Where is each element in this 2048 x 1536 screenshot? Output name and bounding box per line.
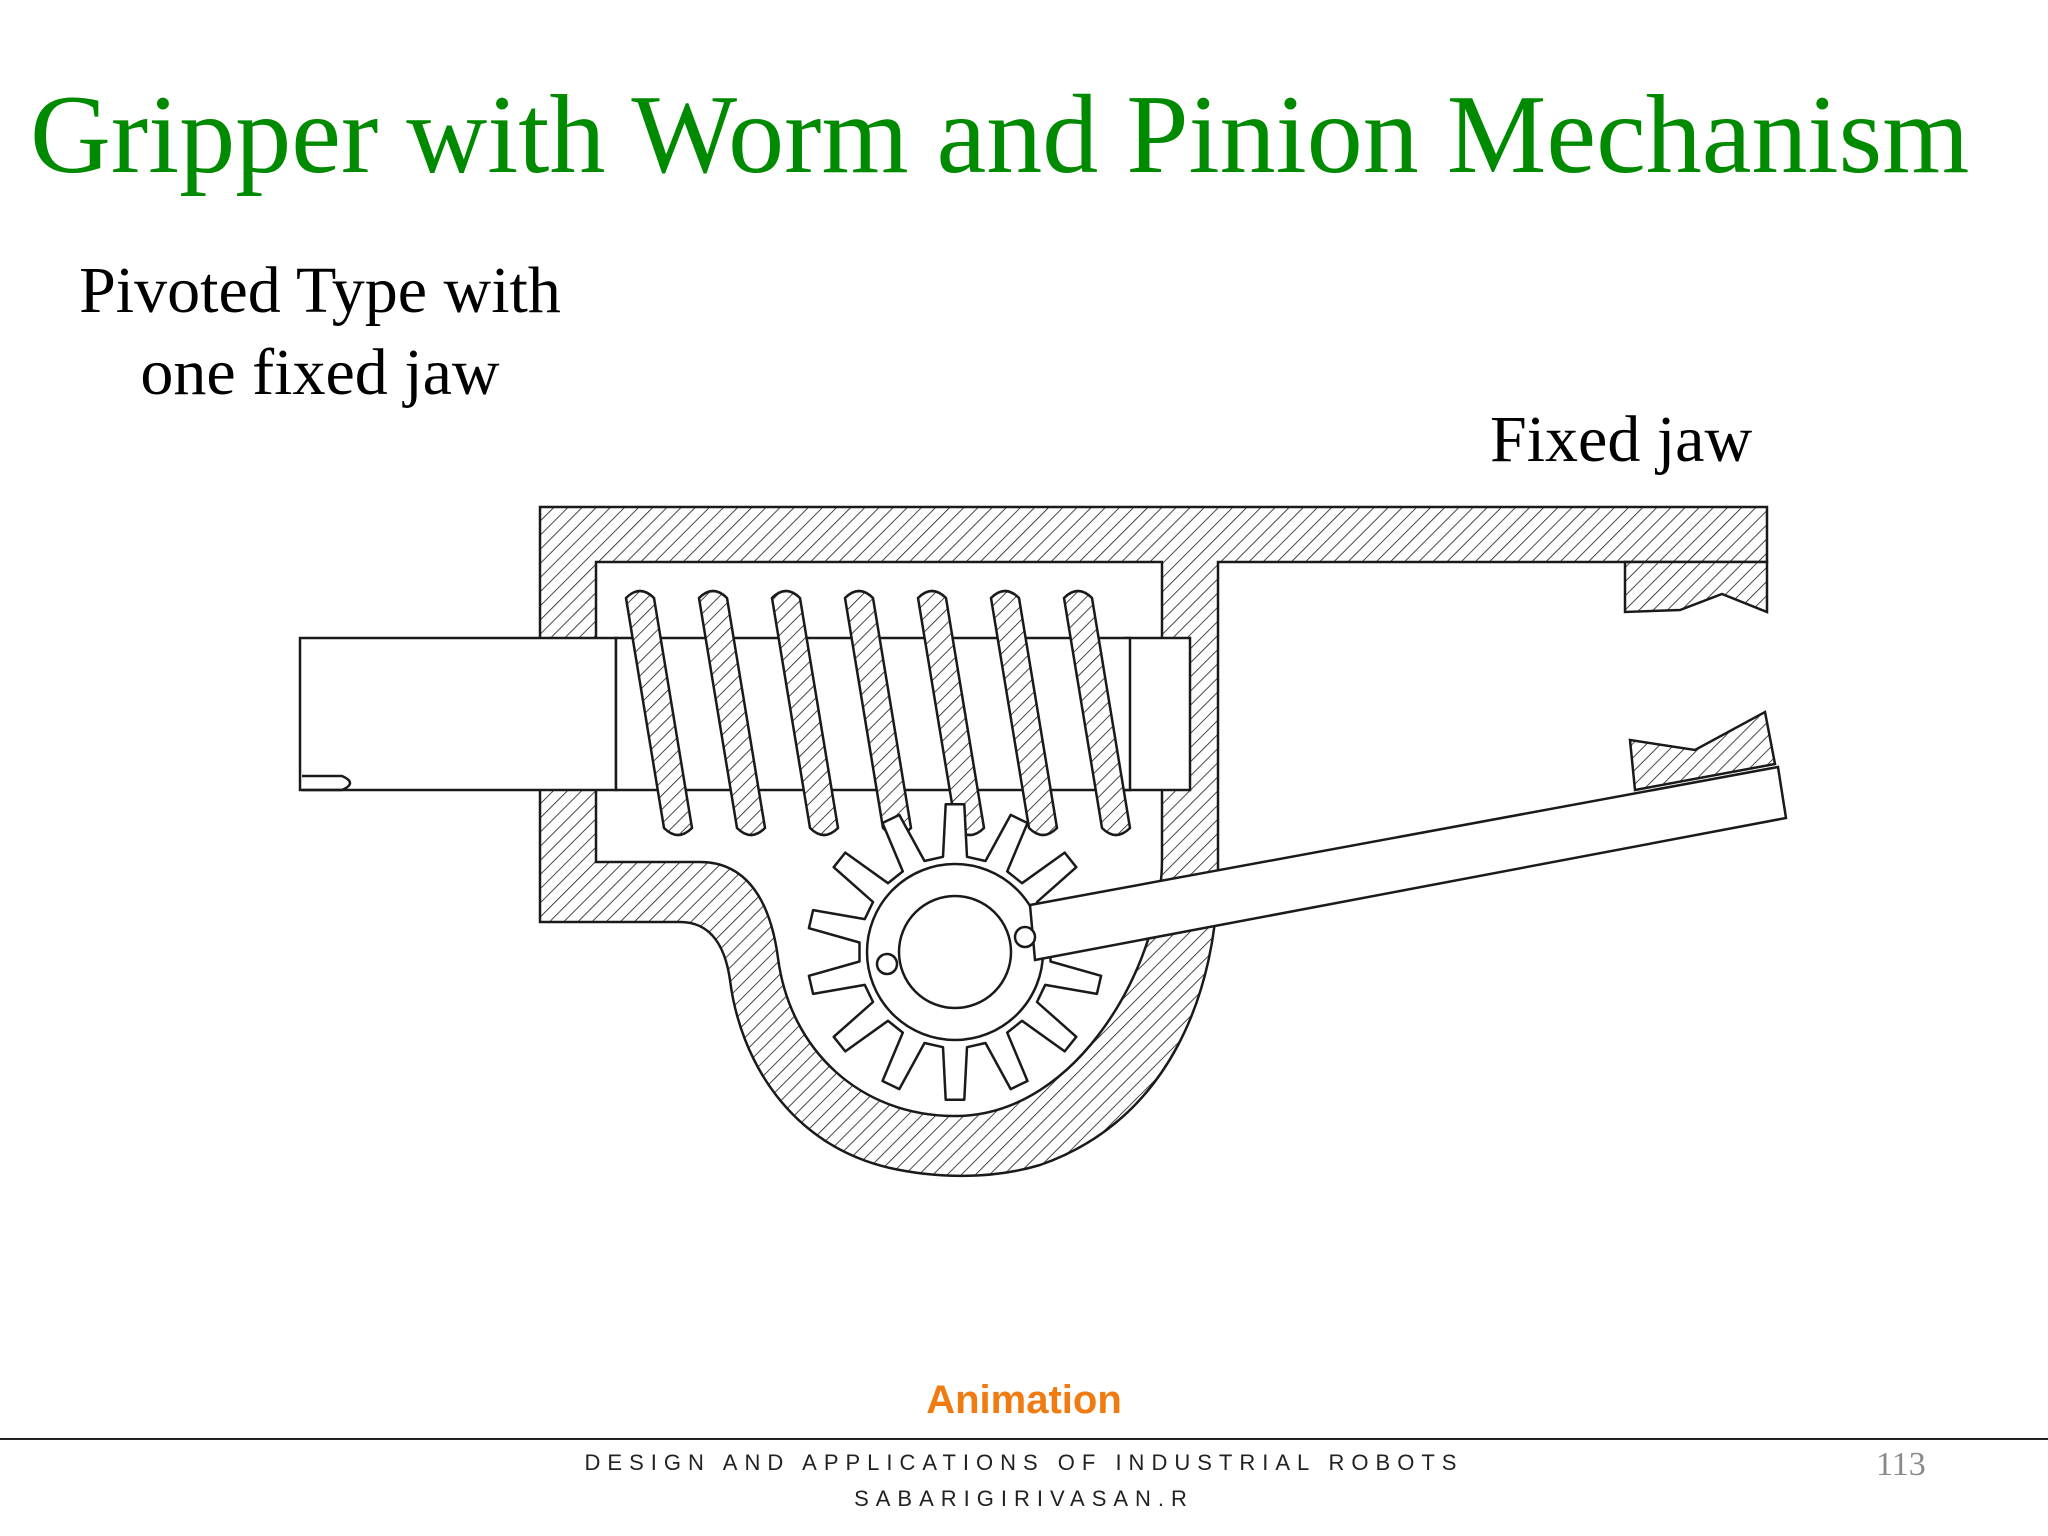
gripper-housing bbox=[538, 505, 1769, 1178]
pivoted-jaw-arm bbox=[1028, 765, 1788, 962]
footer-author: SABARIGIRIVASAN.R bbox=[854, 1486, 1194, 1511]
worm-thread bbox=[989, 589, 1059, 837]
shaft-keyway bbox=[302, 774, 352, 792]
moving-jaw-pad bbox=[1628, 710, 1777, 792]
worm-screw bbox=[614, 589, 1132, 837]
footer-course-title: DESIGN AND APPLICATIONS OF INDUSTRIAL RO… bbox=[584, 1450, 1464, 1475]
pinion-gear bbox=[807, 803, 1103, 1101]
fixed-jaw-label: Fixed jaw bbox=[1490, 403, 1753, 476]
worm-shaft bbox=[298, 636, 618, 792]
worm-thread bbox=[624, 589, 694, 837]
worm-thread bbox=[770, 589, 840, 837]
subtitle-line-2: one fixed jaw bbox=[140, 336, 500, 409]
subtitle-line-1: Pivoted Type with bbox=[79, 254, 561, 327]
page-number: 113 bbox=[1876, 1446, 1926, 1483]
pinion-bore bbox=[897, 894, 1013, 1010]
subtitle: Pivoted Type with one fixed jaw bbox=[40, 250, 600, 414]
slide-title: Gripper with Worm and Pinion Mechanism bbox=[30, 73, 1970, 197]
fixed-jaw-pad bbox=[1623, 560, 1769, 614]
worm-shaft-end bbox=[1123, 636, 1192, 792]
worm-thread bbox=[1062, 589, 1132, 837]
animation-link[interactable]: Animation bbox=[926, 1378, 1122, 1422]
pinion-pin-hole bbox=[875, 952, 899, 976]
worm-thread bbox=[697, 589, 767, 837]
pin-hole bbox=[1013, 925, 1037, 949]
footer-divider bbox=[0, 1438, 2048, 1440]
